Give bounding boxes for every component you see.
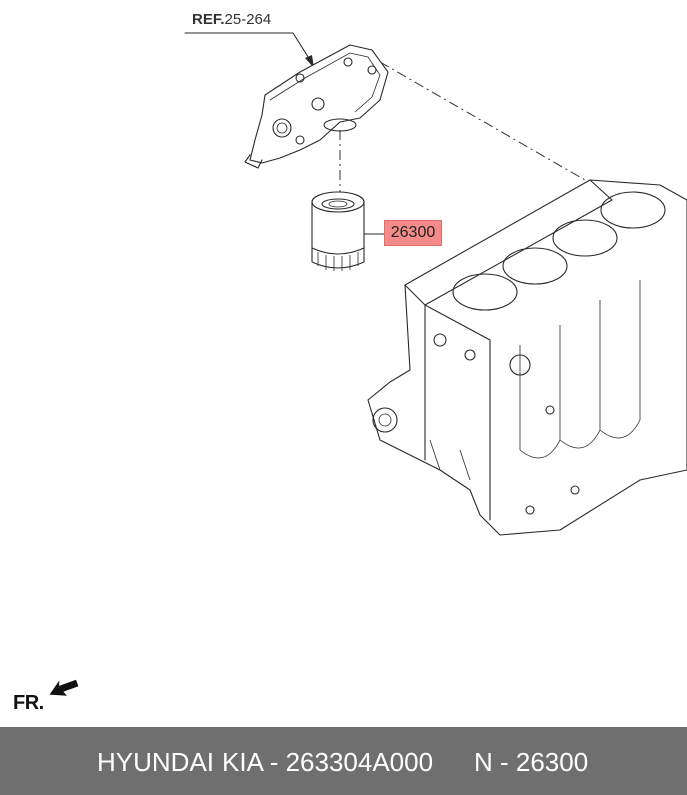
reference-prefix: REF. (192, 11, 225, 28)
footer-bar: HYUNDAI KIA - 263304A000 N - 26300 (0, 727, 687, 795)
oil-filter-drawing (311, 191, 365, 271)
footer-part-number: KIA - 263304A000 (222, 747, 434, 777)
exploded-parts-diagram (49, 32, 687, 696)
front-indicator-label: FR. (13, 692, 44, 714)
ref-leader-line (184, 32, 314, 68)
oil-filter-housing-drawing (244, 44, 389, 169)
footer-reference-number: N - 26300 (474, 747, 589, 777)
reference-number: 25-264 (224, 11, 272, 28)
front-direction-arrow-icon (49, 679, 79, 696)
engine-block-drawing (367, 179, 687, 536)
reference-label: REF.25-264 (192, 11, 271, 28)
part-number-callout-26300[interactable]: 26300 (384, 220, 442, 246)
dash-line-housing-to-block (379, 61, 586, 181)
footer-brand: HYUNDAI (97, 747, 215, 777)
